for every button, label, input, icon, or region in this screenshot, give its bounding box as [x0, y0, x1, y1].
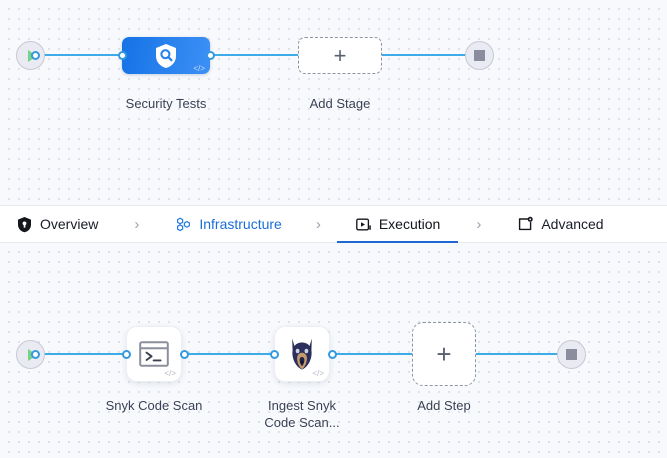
snyk-code-scan-out-port[interactable]	[180, 350, 189, 359]
infrastructure-nodes-icon	[177, 216, 191, 231]
edge-security-tests-to-add-stage	[210, 54, 300, 56]
plus-icon: +	[333, 42, 347, 68]
edge-add-stage-to-end	[382, 54, 470, 56]
stage-node-security-tests[interactable]: </>	[122, 37, 210, 74]
tab-infrastructure-label: Infrastructure	[199, 216, 282, 232]
edge-snyk-code-scan-to-ingest	[184, 353, 272, 355]
snyk-doberman-icon	[292, 338, 312, 370]
stage-node-label-security-tests: Security Tests	[125, 96, 207, 111]
execution-play-box-icon	[355, 218, 371, 230]
pipeline-tab-bar: Overview › Infrastructure › Execution	[0, 205, 667, 244]
edge-add-step-to-end	[476, 353, 562, 355]
shield-icon	[18, 216, 31, 232]
step-graph-canvas[interactable]: </> Snyk Code Scan </> Ingest Snyk Code …	[0, 243, 667, 458]
step-node-snyk-code-scan[interactable]: </>	[126, 326, 182, 382]
plus-icon: +	[436, 339, 452, 369]
tab-separator-chevron-icon-2: ›	[315, 215, 321, 233]
tab-advanced[interactable]: Advanced	[515, 205, 605, 243]
tab-execution-label: Execution	[378, 216, 441, 232]
code-badge-icon: </>	[312, 369, 324, 378]
edge-ingest-to-add-step	[332, 353, 412, 355]
stage-end-node[interactable]	[465, 41, 494, 70]
stop-icon	[566, 349, 577, 360]
stage-node-in-port[interactable]	[118, 51, 127, 60]
stop-icon	[474, 50, 485, 61]
add-stage-button[interactable]: +	[298, 37, 382, 74]
add-stage-label: Add Stage	[309, 96, 371, 111]
add-step-label: Add Step	[417, 398, 471, 413]
ingest-out-port[interactable]	[328, 350, 337, 359]
tab-infrastructure[interactable]: Infrastructure	[173, 205, 283, 243]
step-end-node[interactable]	[557, 340, 586, 369]
advanced-gear-box-icon	[519, 216, 534, 230]
shield-scan-icon	[156, 43, 176, 68]
stage-graph-canvas[interactable]: </> Security Tests + Add Stage	[0, 0, 667, 205]
step-node-label-ingest-snyk-code-scan: Ingest Snyk Code Scan...	[264, 398, 340, 430]
stage-start-port[interactable]	[31, 51, 40, 60]
code-badge-icon: </>	[193, 64, 205, 73]
edge-start-to-snyk-code-scan	[36, 353, 124, 355]
edge-start-to-security-tests	[36, 54, 124, 56]
stage-node-out-port[interactable]	[206, 51, 215, 60]
step-node-ingest-snyk-code-scan[interactable]: </>	[274, 326, 330, 382]
tab-separator-chevron-icon-3: ›	[476, 215, 482, 233]
code-badge-icon: </>	[164, 369, 176, 378]
step-node-label-snyk-code-scan: Snyk Code Scan	[105, 398, 203, 413]
tab-advanced-label: Advanced	[541, 216, 604, 232]
terminal-icon	[139, 341, 169, 367]
step-start-port[interactable]	[31, 350, 40, 359]
snyk-code-scan-in-port[interactable]	[122, 350, 131, 359]
add-step-button[interactable]: +	[412, 322, 476, 386]
ingest-in-port[interactable]	[270, 350, 279, 359]
tab-overview-label: Overview	[40, 216, 99, 232]
tab-separator-chevron-icon: ›	[134, 215, 140, 233]
tab-execution[interactable]: Execution	[336, 205, 459, 244]
tab-overview[interactable]: Overview	[14, 205, 100, 243]
